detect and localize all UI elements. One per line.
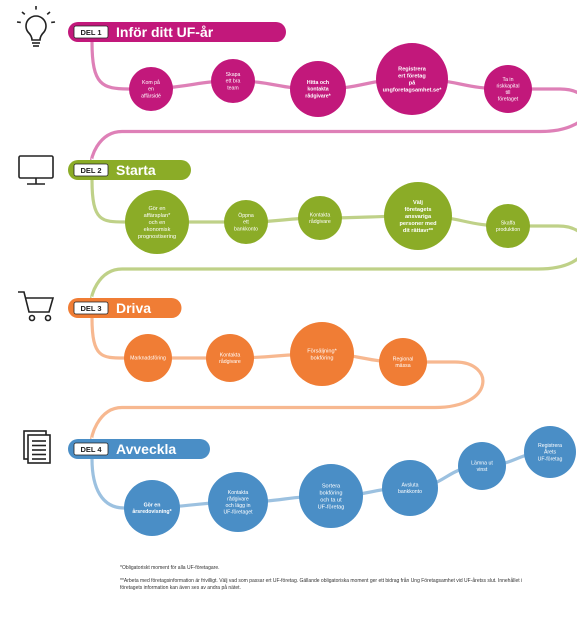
lightbulb-icon [16, 6, 56, 47]
del2-step-circle [384, 182, 452, 250]
del4-step-circle [208, 472, 268, 532]
del1-step-circle [484, 65, 532, 113]
del1-step-circle [129, 67, 173, 111]
del3-step-circle [124, 334, 172, 382]
del1-title: Inför ditt UF-år [116, 24, 214, 40]
del3-step-label: Försäljning*bokföring [307, 348, 337, 361]
del4-title: Avveckla [116, 441, 176, 457]
del1-step-circle [211, 59, 255, 103]
del3-banner: DEL 3 Driva [68, 298, 182, 318]
del4-bridge-path [90, 360, 485, 441]
footnote-mandatory: *Obligatoriskt moment för alla UF-företa… [120, 565, 220, 571]
del3-step-label: Marknadsföring [130, 356, 166, 362]
del4-step-circle [124, 480, 180, 536]
del3-title: Driva [116, 300, 151, 316]
del3-step-1: Marknadsföring [124, 334, 172, 382]
del4-step-circle [524, 426, 576, 478]
footnotes: *Obligatoriskt moment för alla UF-företa… [120, 565, 540, 598]
section-icons [16, 6, 56, 464]
del4-step-circle [458, 442, 506, 490]
del2-step-circle [224, 200, 268, 244]
del1-tag: DEL 1 [80, 28, 101, 37]
del2-tag: DEL 2 [80, 166, 101, 175]
del3-step-circle [290, 322, 354, 386]
del3-step-circle [206, 334, 254, 382]
del2-bridge-path [90, 87, 577, 162]
footnote-optional: **Arbeta med företagsinformation är friv… [120, 578, 523, 591]
del1-banner: DEL 1 Inför ditt UF-år [68, 22, 286, 42]
shopping-cart-icon [18, 291, 55, 322]
del3-step-3: Försäljning*bokföring [290, 322, 354, 386]
del2-step-circle [298, 196, 342, 240]
del2-step-circle [486, 204, 530, 248]
del3-bridge-path [90, 224, 577, 300]
del2-step-circle [125, 190, 189, 254]
del4-step-circle [382, 460, 438, 516]
document-stack-icon [23, 430, 51, 464]
del4-banner: DEL 4 Avveckla [68, 439, 210, 459]
del3-tag: DEL 3 [80, 304, 101, 313]
del1-step-circle [376, 43, 448, 115]
del2-banner: DEL 2 Starta [68, 160, 191, 180]
del2-title: Starta [116, 162, 156, 178]
monitor-icon [18, 155, 54, 185]
del4-step-circle [299, 464, 363, 528]
del4-tag: DEL 4 [80, 445, 102, 454]
del1-step-circle [290, 61, 346, 117]
del3-step-circle [379, 338, 427, 386]
